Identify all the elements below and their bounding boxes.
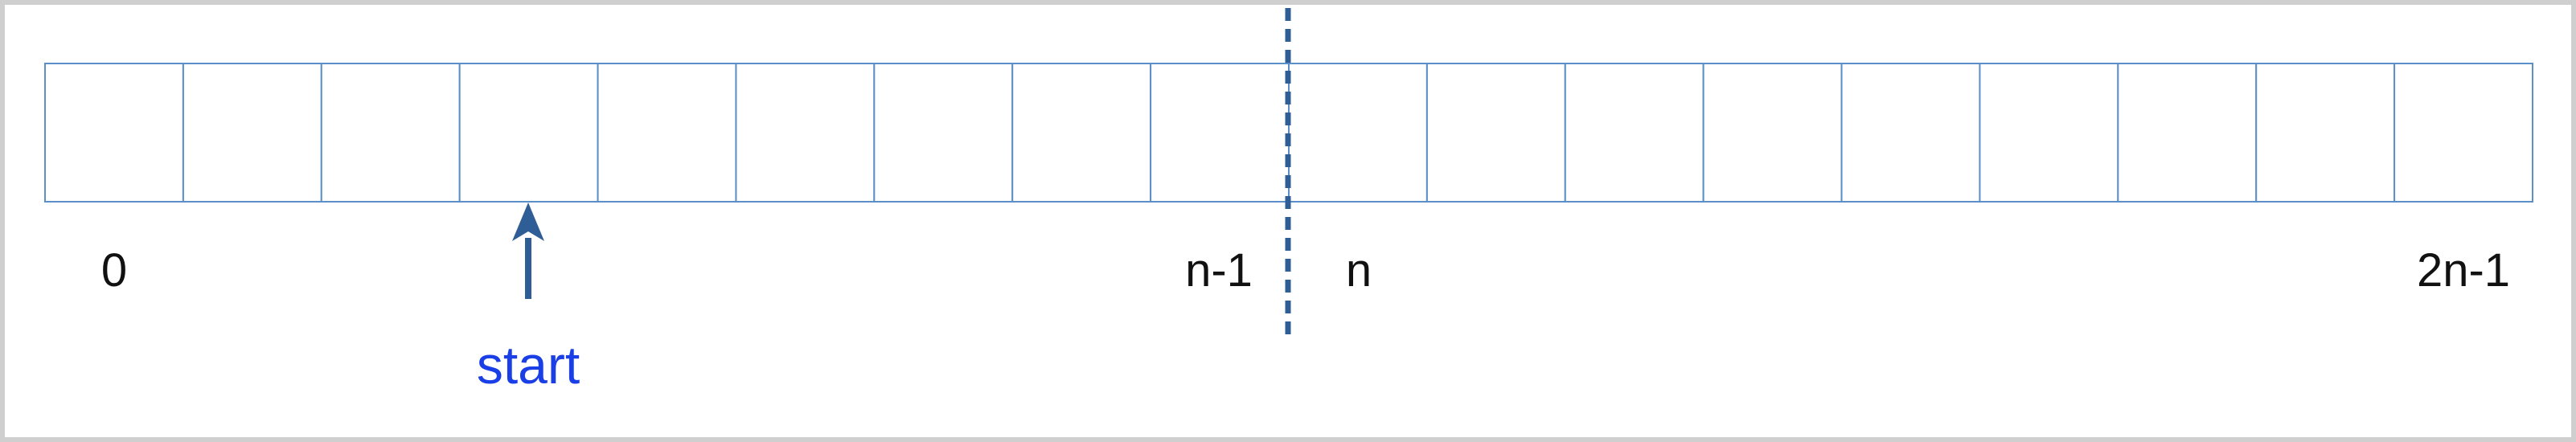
- array-cell: [597, 63, 737, 203]
- array-cell: [2255, 63, 2396, 203]
- array-cell: [1288, 63, 1428, 203]
- index-label-last: 2n-1: [2417, 244, 2510, 297]
- arrow-up-icon: [512, 203, 544, 241]
- array-cell: [873, 63, 1014, 203]
- array-cell: [2117, 63, 2258, 203]
- array-cell: [182, 63, 322, 203]
- array-cell: [44, 63, 184, 203]
- index-label-first: 0: [101, 244, 127, 297]
- index-label-left-end: n-1: [1185, 244, 1253, 297]
- array-cell: [1425, 63, 1566, 203]
- array-cell: [1840, 63, 1981, 203]
- start-pointer-arrow: [512, 203, 544, 299]
- array-cell: [1979, 63, 2119, 203]
- array-cell: [1702, 63, 1843, 203]
- index-label-right-start: n: [1346, 244, 1372, 297]
- array-cell: [1150, 63, 1290, 203]
- array-cell: [458, 63, 599, 203]
- array-cells: [44, 63, 2534, 203]
- array-cell: [1011, 63, 1152, 203]
- array-cell: [2393, 63, 2534, 203]
- array-cell: [1564, 63, 1704, 203]
- array-cell: [320, 63, 461, 203]
- array-cell: [735, 63, 876, 203]
- start-pointer-label: start: [477, 335, 580, 395]
